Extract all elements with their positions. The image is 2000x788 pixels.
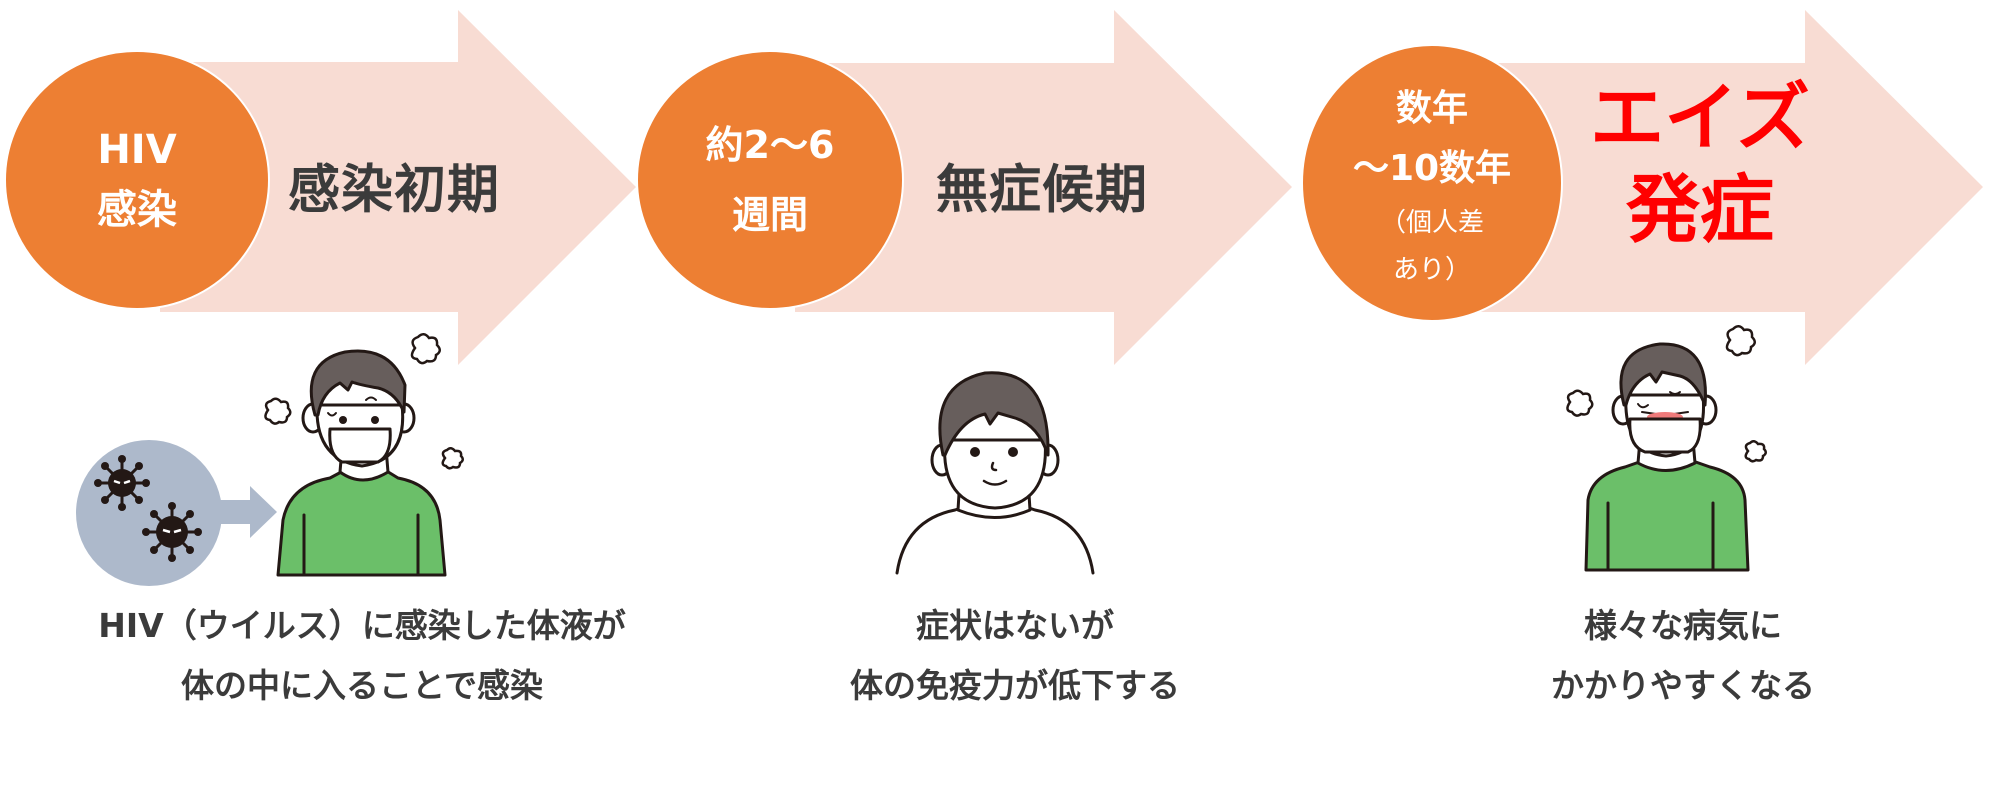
stage-3-duration: 数年 ～10数年 （個人差 あり） [1322, 70, 1542, 300]
caption-1-line-2: 体の中に入ることで感染 [180, 666, 543, 705]
circle-2-line-1: 約2～6 [705, 123, 835, 167]
aids-label-line-2: 発症 [1626, 167, 1774, 253]
circle-3-line-3: （個人差 [1379, 208, 1484, 238]
breath-puff-icon [264, 333, 464, 470]
stage-2-duration: 約2～6 週間 [670, 100, 870, 260]
caption-3-line-2: かかりやすくなる [1551, 666, 1815, 705]
virus-icon [142, 502, 202, 562]
stage-1-duration: HIV 感染 [37, 100, 237, 260]
virus-bubble-icon [76, 440, 277, 586]
circle-3-line-1: 数年 [1395, 88, 1468, 129]
circle-1-line-1: HIV [97, 127, 177, 173]
circle-2-line-2: 週間 [731, 193, 808, 237]
stage-2-caption: 症状はないが 体の免疫力が低下する [850, 596, 1180, 716]
stage-3-caption: 様々な病気に かかりやすくなる [1551, 596, 1815, 716]
stage-circle-3 [1301, 44, 1563, 322]
caption-2-line-2: 体の免疫力が低下する [850, 666, 1180, 705]
stage-arrow-1 [160, 10, 636, 365]
caption-3-line-1: 様々な病気に [1584, 606, 1782, 645]
stage-circle-1 [4, 50, 270, 310]
circle-3-line-2: ～10数年 [1352, 148, 1512, 189]
breath-puff-icon [1566, 325, 1767, 463]
stage-3-label: エイズ 発症 [1590, 72, 1810, 256]
smiling-person-icon [895, 371, 1095, 575]
caption-1-line-1: HIV（ウイルス）に感染した体液が [98, 606, 626, 645]
aids-label-line-1: エイズ [1590, 75, 1810, 161]
masked-person-icon [276, 349, 447, 577]
stage-arrow-2 [795, 10, 1292, 365]
circle-1-line-2: 感染 [97, 187, 177, 233]
stage-1-label: 感染初期 [287, 160, 501, 221]
stage-arrow-3 [1465, 10, 1983, 365]
stage-1-caption: HIV（ウイルス）に感染した体液が 体の中に入ることで感染 [98, 596, 625, 716]
circle-3-line-4: あり） [1392, 255, 1471, 285]
stage-circle-2 [636, 50, 904, 310]
sick-masked-person-icon [1584, 342, 1750, 572]
caption-2-line-1: 症状はないが [916, 606, 1114, 645]
stage-2-label: 無症候期 [935, 160, 1149, 221]
virus-icon [94, 455, 150, 511]
